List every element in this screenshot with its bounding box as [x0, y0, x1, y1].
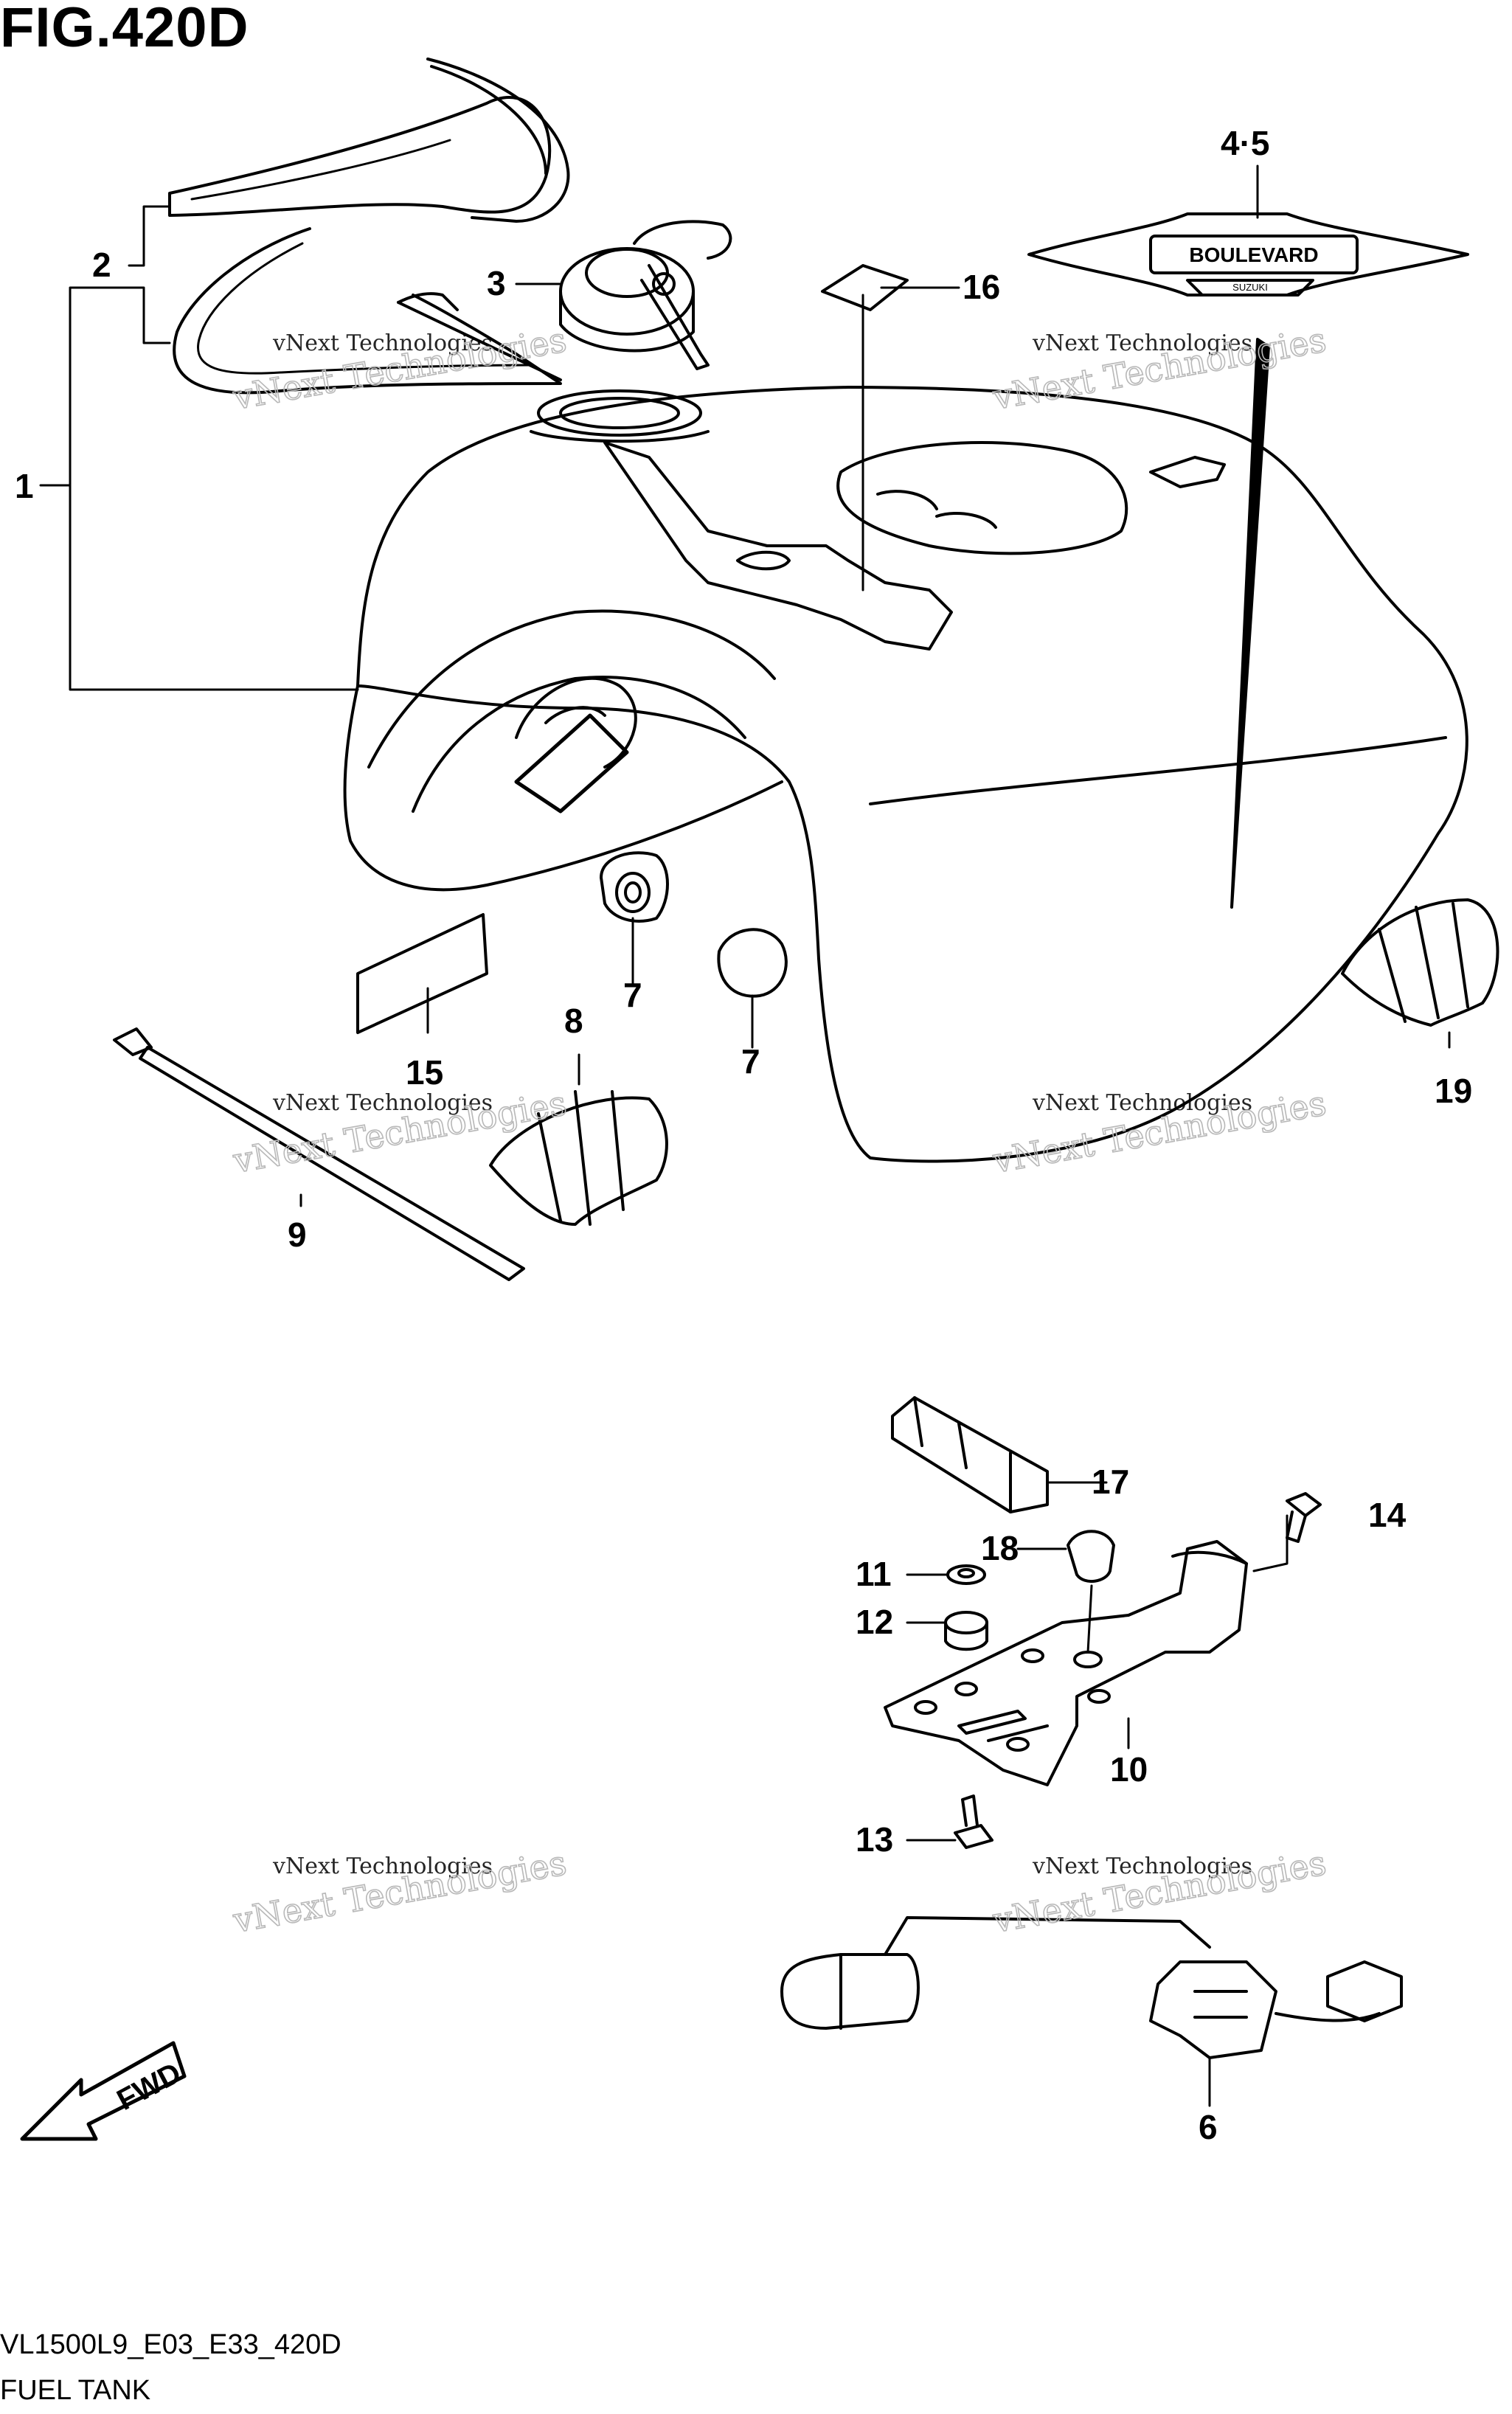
emblem-text: BOULEVARD: [1189, 243, 1318, 266]
cable-tie: [113, 1027, 525, 1281]
figure-code: VL1500L9_E03_E33_420D: [0, 2329, 341, 2360]
rubber-pad: [891, 1396, 1049, 1513]
leader-lines: [39, 164, 1451, 2107]
svg-text:vNext Technologies: vNext Technologies: [272, 330, 493, 356]
forward-arrow-icon: [20, 2041, 187, 2141]
callout-7a: 7: [623, 976, 642, 1014]
fuel-tank-body: [343, 386, 1468, 1163]
figure-title: FIG.420D: [0, 0, 249, 59]
tank-emblem: [1027, 212, 1469, 296]
callout-1: 1: [15, 467, 34, 505]
callout-15: 15: [406, 1053, 443, 1092]
stripe-decal-upper: [168, 58, 570, 223]
callout-12: 12: [856, 1603, 893, 1641]
callout-8: 8: [564, 1002, 583, 1040]
cushion-18: [1067, 1530, 1115, 1584]
bolt-14: [1286, 1492, 1322, 1543]
emblem-leader-wedge: [1230, 338, 1270, 909]
grommet-12: [944, 1611, 988, 1651]
screw-13: [954, 1794, 993, 1849]
callout-4-5: 4·5: [1221, 124, 1269, 162]
washer-11: [946, 1564, 986, 1585]
figure-name: FUEL TANK: [0, 2375, 151, 2406]
svg-text:vNext Technologies: vNext Technologies: [1032, 1090, 1252, 1116]
callout-14: 14: [1368, 1496, 1407, 1534]
info-label: [821, 264, 909, 311]
caution-label: [356, 913, 488, 1034]
forward-label: FWD: [112, 2056, 187, 2117]
tank-cushion-front: [489, 1090, 668, 1226]
stripe-decal-lower: [173, 227, 562, 395]
svg-text:vNext Technologies: vNext Technologies: [272, 1853, 493, 1879]
callout-10: 10: [1110, 1750, 1148, 1789]
callout-16: 16: [963, 268, 1000, 306]
rubber-mount-upper: [600, 851, 669, 923]
svg-text:vNext Technologies: vNext Technologies: [1032, 330, 1252, 356]
tank-cushion-rear: [1341, 898, 1499, 1027]
rubber-mount-lower: [717, 928, 788, 998]
watermark: vNext Technologies vNext Technologies vN…: [229, 319, 1330, 1941]
svg-text:vNext Technologies: vNext Technologies: [1032, 1853, 1252, 1879]
fuel-cap: [559, 220, 732, 370]
svg-text:vNext Technologies: vNext Technologies: [272, 1090, 493, 1116]
emblem-subtext: SUZUKI: [1232, 282, 1268, 293]
callout-17: 17: [1092, 1463, 1129, 1501]
callout-6: 6: [1199, 2108, 1218, 2146]
callout-18: 18: [981, 1529, 1019, 1567]
callout-7b: 7: [741, 1042, 760, 1081]
callout-19: 19: [1435, 1072, 1472, 1110]
mounting-bracket: [884, 1540, 1248, 1786]
callout-2: 2: [92, 246, 111, 284]
callout-13: 13: [856, 1820, 893, 1859]
callout-9: 9: [288, 1215, 307, 1254]
fuel-level-sensor: [780, 1916, 1403, 2059]
callout-11: 11: [856, 1555, 892, 1593]
callout-3: 3: [487, 264, 506, 302]
